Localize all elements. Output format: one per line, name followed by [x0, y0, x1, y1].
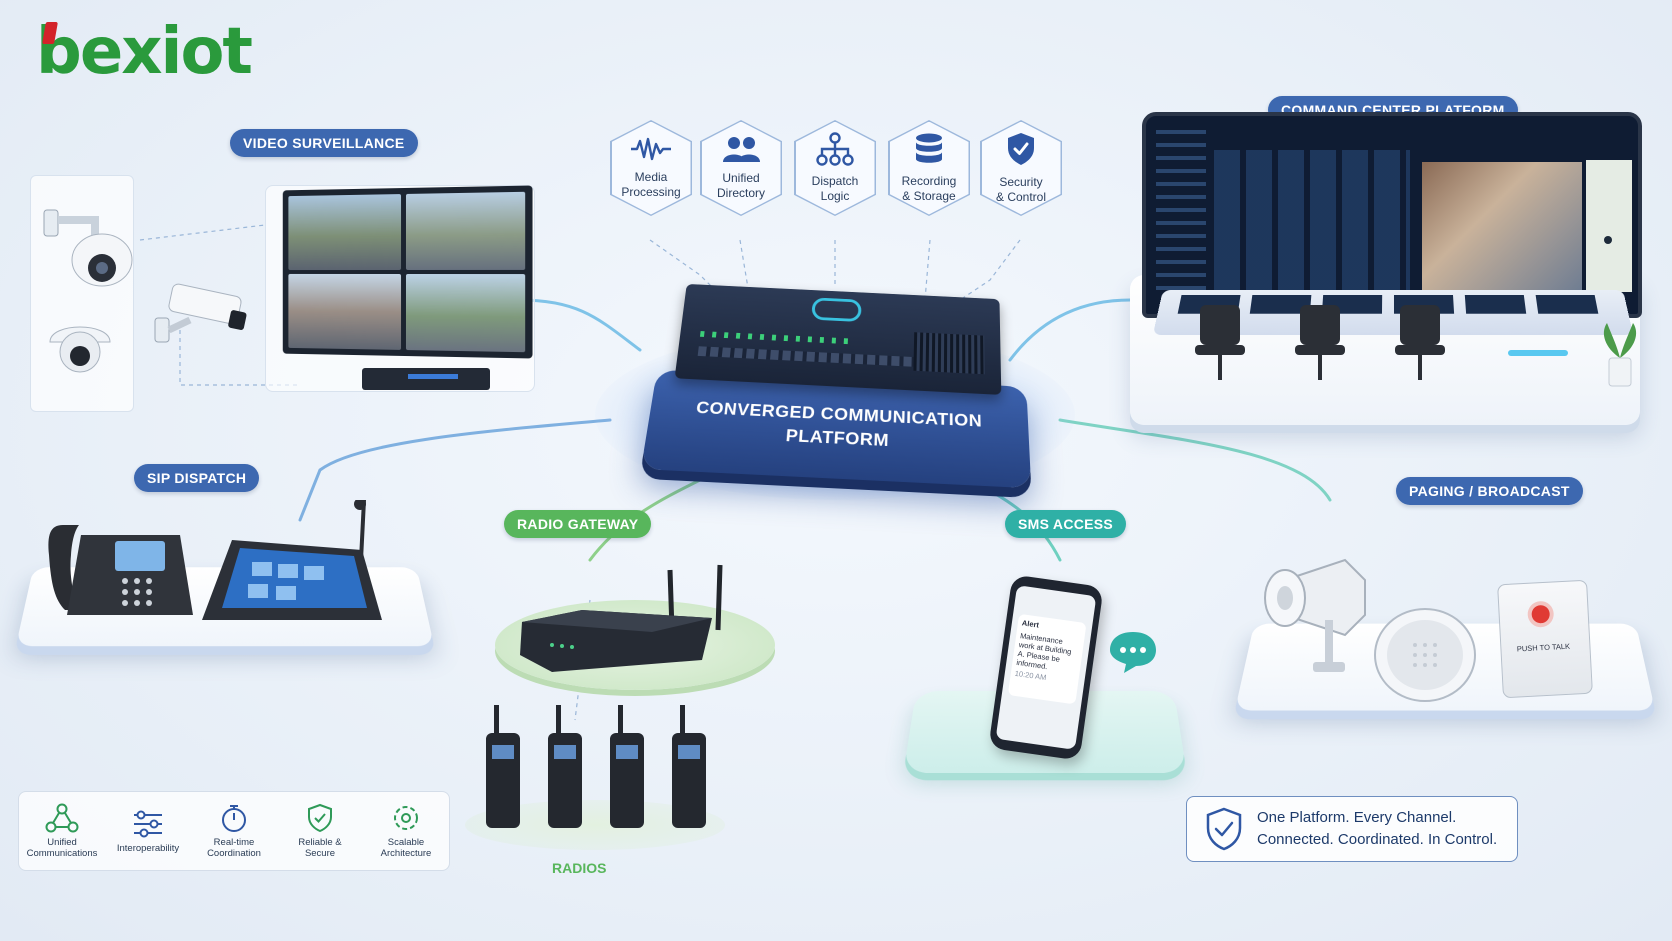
- users-icon: [721, 135, 761, 163]
- hierarchy-icon: [815, 132, 855, 166]
- shield-check-icon: [1005, 131, 1037, 167]
- scalable-icon: [389, 803, 423, 833]
- tagline-line1: One Platform. Every Channel.: [1257, 809, 1456, 826]
- camera-feed-1: [288, 194, 401, 270]
- link-video: [520, 300, 640, 350]
- camera-feed-2: [406, 192, 525, 270]
- bullet-camera-icon: [150, 280, 260, 360]
- tagline-box: One Platform. Every Channel. Connected. …: [1186, 796, 1518, 862]
- module-label: MediaProcessing: [621, 170, 680, 200]
- database-icon: [913, 132, 945, 166]
- desk-glow: [1508, 350, 1568, 356]
- video-wall-display: [1142, 112, 1642, 318]
- sms-bubble: Alert Maintenance work at Building A. Pl…: [1008, 614, 1087, 705]
- network-icon: [45, 803, 79, 833]
- camera-feed-3: [288, 274, 401, 350]
- feature-line1: Interoperability: [117, 843, 179, 854]
- map-pin-icon: [1604, 236, 1612, 244]
- chat-bubble-icon: [1108, 630, 1158, 674]
- module-label: Recording& Storage: [902, 174, 957, 204]
- module-label: DispatchLogic: [812, 174, 859, 204]
- stopwatch-icon: [217, 803, 251, 833]
- dashboard-sidebar: [1156, 130, 1206, 290]
- dome-camera-icon: [40, 190, 135, 290]
- sliders-icon: [131, 809, 165, 839]
- feature-real-time-coordination: Real-timeCoordination: [192, 803, 276, 859]
- office-chairs-icon: [1190, 300, 1480, 395]
- feature-interoperability: Interoperability: [106, 809, 190, 854]
- link-paging: [1060, 420, 1330, 500]
- radios-label: RADIOS: [552, 860, 606, 876]
- mini-dome-camera-icon: [45, 312, 115, 382]
- pill-sip-dispatch: SIP DISPATCH: [134, 464, 259, 492]
- feature-line1: Reliable &: [298, 837, 341, 848]
- pill-sms-access: SMS ACCESS: [1005, 510, 1126, 538]
- brand-logo: bexiot: [36, 20, 251, 84]
- video-wall-monitor: [283, 185, 533, 358]
- shield-check-icon: [1205, 807, 1243, 851]
- module-label: Security& Control: [996, 175, 1046, 205]
- desk-phone-icon: [45, 515, 195, 625]
- horn-speaker-icon: [1255, 540, 1375, 680]
- radio-gateway-icon: [512, 560, 732, 680]
- hub-label-line1: CONVERGED COMMUNICATION: [695, 399, 982, 431]
- push-to-talk-label: PUSH TO TALK: [1505, 641, 1581, 654]
- feature-unified-communications: UnifiedCommunications: [20, 803, 104, 859]
- walkie-talkies-icon: [480, 705, 730, 840]
- camera-feed-4: [406, 274, 525, 352]
- feature-strip: UnifiedCommunications Interoperability R…: [18, 791, 450, 871]
- dispatch-console-icon: [192, 500, 392, 635]
- dashboard-widgets: [1214, 150, 1410, 290]
- feature-scalable-architecture: ScalableArchitecture: [364, 803, 448, 859]
- feature-line1: Real-time: [214, 837, 255, 848]
- plant-icon: [1595, 318, 1645, 388]
- feature-line1: Scalable: [388, 837, 424, 848]
- feature-line2: Secure: [305, 848, 335, 859]
- map-panel: [1586, 160, 1632, 292]
- feature-reliable-secure: Reliable &Secure: [278, 803, 362, 859]
- hub-logo-icon: [811, 297, 862, 322]
- pill-radio-gateway: RADIO GATEWAY: [504, 510, 651, 538]
- hub-server-box: [675, 284, 1002, 395]
- feature-line2: Architecture: [381, 848, 432, 859]
- hub-label-line2: PLATFORM: [785, 426, 889, 449]
- link-command: [1010, 300, 1130, 360]
- feature-line2: Communications: [27, 848, 98, 859]
- sms-body: Maintenance work at Building A. Please b…: [1016, 631, 1080, 675]
- pill-paging-broadcast: PAGING / BROADCAST: [1396, 477, 1583, 505]
- tagline-line2: Connected. Coordinated. In Control.: [1257, 831, 1497, 848]
- feature-line2: Coordination: [207, 848, 261, 859]
- pill-video-surveillance: VIDEO SURVEILLANCE: [230, 129, 418, 157]
- push-to-talk-button[interactable]: [1531, 605, 1550, 624]
- video-conference-grid: [1422, 162, 1582, 290]
- module-label: UnifiedDirectory: [717, 171, 765, 201]
- waveform-icon: [629, 136, 673, 162]
- push-to-talk-box: PUSH TO TALK: [1497, 580, 1593, 699]
- feature-line1: Unified: [47, 837, 77, 848]
- ceiling-speaker-icon: [1370, 600, 1480, 705]
- shield-icon: [303, 803, 337, 833]
- nvr-box: [362, 368, 490, 390]
